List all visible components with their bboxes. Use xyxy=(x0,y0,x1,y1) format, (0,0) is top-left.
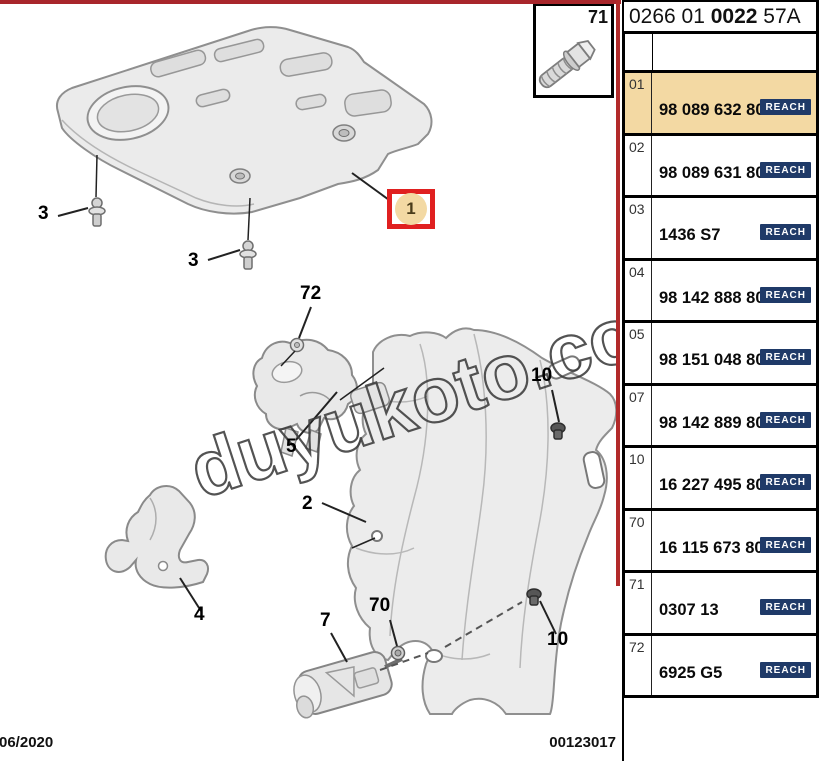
table-spacer-row xyxy=(622,34,819,73)
exploded-view-drawing: duyukoto.com xyxy=(56,26,620,719)
reach-badge[interactable]: REACH xyxy=(760,599,811,615)
inset-ref-label: 71 xyxy=(587,7,608,27)
ref-number: 71 xyxy=(625,573,652,633)
callout-10-bottom: 10 xyxy=(547,629,569,650)
callout-3a: 3 xyxy=(38,203,49,224)
part-number: 1436 S7 xyxy=(659,226,721,244)
table-row[interactable]: 03 1436 S7 REACH xyxy=(622,198,819,261)
part-number: 98 142 888 80 xyxy=(659,288,765,307)
footer-document-number: 00123017 xyxy=(549,734,616,751)
part-number: 98 142 889 80 xyxy=(659,413,765,432)
illustration-frame-right xyxy=(616,0,620,586)
code-bold: 0022 xyxy=(710,5,758,28)
callout-7: 7 xyxy=(320,610,331,631)
nut-72-icon xyxy=(289,337,305,353)
table-row[interactable]: 72 6925 G5 REACH xyxy=(622,635,819,698)
part-number: 16 227 495 80 xyxy=(659,476,765,494)
engine-mount-illustration xyxy=(293,651,393,719)
code-suffix: 57A xyxy=(757,5,801,28)
reach-badge[interactable]: REACH xyxy=(760,349,811,365)
reach-badge[interactable]: REACH xyxy=(760,99,811,115)
nut-70-icon xyxy=(390,645,406,661)
lower-bracket-illustration xyxy=(104,485,209,589)
reach-badge[interactable]: REACH xyxy=(760,224,811,240)
reach-badge[interactable]: REACH xyxy=(760,286,811,303)
stud-10-top-icon xyxy=(550,422,566,440)
callout-10-top: 10 xyxy=(531,365,553,386)
ref-number: 70 xyxy=(625,510,652,570)
callout-5: 5 xyxy=(286,436,297,457)
reach-badge[interactable]: REACH xyxy=(760,161,811,178)
reach-badge[interactable]: REACH xyxy=(760,474,811,490)
illustration-frame-top xyxy=(0,0,621,4)
part-number: 6925 G5 xyxy=(659,663,723,682)
clip-screw-3b-icon xyxy=(239,240,257,270)
table-row[interactable]: 71 0307 13 REACH xyxy=(622,573,819,636)
ref-number: 07 xyxy=(625,385,652,445)
callout-4: 4 xyxy=(194,604,205,625)
callout-3b: 3 xyxy=(188,250,199,271)
selected-callout-highlight xyxy=(395,193,427,225)
ref-number: 03 xyxy=(625,198,652,258)
part-number: 98 151 048 80 xyxy=(659,351,765,369)
part-number: 16 115 673 80 xyxy=(659,538,764,557)
part-number: 98 089 631 80 xyxy=(659,163,765,182)
stud-10-bottom-icon xyxy=(526,588,542,606)
footer-date: 06/2020 xyxy=(0,734,54,751)
illustration-pane: duyukoto.com 3 3 72 5 10 2 4 7 70 10 1 7… xyxy=(38,3,620,719)
fastener-inset-box: 71 xyxy=(533,3,614,98)
ref-number: 01 xyxy=(625,73,652,133)
reach-badge[interactable]: REACH xyxy=(760,411,811,428)
callout-70: 70 xyxy=(369,595,391,616)
callout-72: 72 xyxy=(300,283,322,304)
part-number: 0307 13 xyxy=(659,601,719,619)
reach-badge[interactable]: REACH xyxy=(760,661,811,678)
engine-cover-illustration xyxy=(56,26,433,215)
assembly-axis-lines xyxy=(379,601,523,671)
ref-number: 02 xyxy=(625,135,652,195)
reach-badge[interactable]: REACH xyxy=(760,536,811,553)
ref-number: 10 xyxy=(625,448,652,508)
small-bracket-illustration xyxy=(252,338,391,457)
callout-2: 2 xyxy=(302,493,313,514)
part-number: 98 089 632 80 xyxy=(659,101,765,119)
ref-number: 05 xyxy=(625,323,652,383)
hex-screw-icon xyxy=(538,40,596,89)
selected-callout-box[interactable]: 1 xyxy=(387,189,435,229)
panel-divider-line xyxy=(622,698,624,761)
ref-number: 04 xyxy=(625,260,652,320)
catalog-code-header: 0266 01 0022 57A xyxy=(622,0,819,34)
clip-screw-3a-icon xyxy=(88,197,106,227)
code-prefix: 0266 01 xyxy=(629,5,711,28)
ref-number: 72 xyxy=(625,635,652,695)
selected-callout-number: 1 xyxy=(406,199,416,218)
